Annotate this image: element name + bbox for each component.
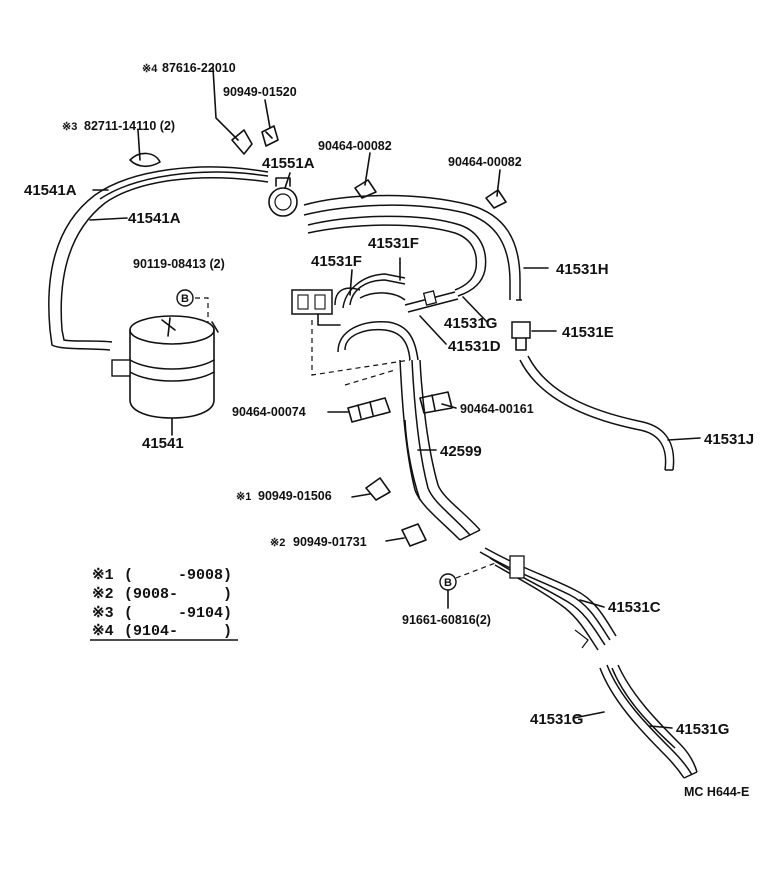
label-41531G-1: 41531G: [444, 315, 497, 332]
bolt-91661: B: [439, 561, 499, 591]
clip-87616: [231, 129, 253, 155]
label-82711-14110: 82711-14110 (2): [84, 119, 175, 133]
label-90949-01506: 90949-01506: [258, 489, 332, 503]
legend-range-3: ( -9104): [124, 605, 232, 622]
leader-lines: [89, 67, 701, 729]
label-41531G-3: 41531G: [676, 721, 729, 738]
mark-4: ※4: [142, 63, 158, 75]
clip-90949-01506: [365, 477, 391, 501]
label-41541: 41541: [142, 435, 184, 452]
hose-41531H: [303, 194, 522, 301]
label-41531J: 41531J: [704, 431, 754, 448]
label-90464-00082-b: 90464-00082: [448, 155, 522, 169]
label-90464-00082-a: 90464-00082: [318, 139, 392, 153]
mark-3: ※3: [62, 121, 77, 133]
clip-82711: [129, 152, 161, 168]
label-41531D: 41531D: [448, 338, 501, 355]
legend-mark-2: ※2: [92, 586, 114, 603]
clip-90949-01520: [261, 125, 279, 147]
lines-41531C: [479, 547, 617, 651]
label-41531C: 41531C: [608, 599, 661, 616]
label-90949-01520: 90949-01520: [223, 85, 297, 99]
pipe-41531D: [404, 290, 459, 313]
clip-90949-01731: [401, 523, 427, 547]
label-41531F-2: 41531F: [311, 253, 362, 270]
diagram-code: MC H644-E: [684, 785, 749, 799]
label-41541A-1: 41541A: [24, 182, 77, 199]
label-90464-00161: 90464-00161: [460, 402, 534, 416]
label-41531G-2: 41531G: [530, 711, 583, 728]
legend: ※1 ( -9008) ※2 (9008- ) ※3 ( -9104) ※4 (…: [90, 567, 238, 641]
fitting-41531E: [511, 321, 531, 351]
label-90949-01731: 90949-01731: [293, 535, 367, 549]
hose-41541A: [48, 166, 269, 351]
svg-text:B: B: [181, 293, 189, 305]
legend-range-1: ( -9008): [124, 567, 232, 584]
label-41531H: 41531H: [556, 261, 609, 278]
mark-1: ※1: [236, 491, 251, 503]
hose-41531G-lower: [599, 664, 698, 779]
label-41531F-1: 41531F: [368, 235, 419, 252]
legend-mark-1: ※1: [92, 567, 114, 584]
clip-90464-00074: [347, 397, 391, 423]
legend-mark-4: ※4: [92, 623, 114, 640]
label-91661-60816: 91661-60816(2): [402, 613, 491, 627]
hose-41531G: [307, 215, 487, 297]
legend-mark-3: ※3: [92, 605, 114, 622]
valve-41551A: [268, 177, 298, 217]
clip-90464-00161: [419, 391, 453, 414]
label-90119-08413: 90119-08413 (2): [133, 257, 225, 271]
bolt-90119: B: [176, 289, 209, 322]
hose-41531J: [519, 355, 675, 471]
mark-2: ※2: [270, 537, 285, 549]
legend-range-2: (9008- ): [124, 586, 232, 603]
clip-90464-00082-a: [354, 179, 377, 199]
hose-41531F: [334, 273, 406, 309]
label-42599: 42599: [440, 443, 482, 460]
legend-range-4: (9104- ): [124, 623, 232, 640]
svg-text:B: B: [444, 577, 452, 589]
clip-90464-00082-b: [485, 189, 507, 209]
label-41551A: 41551A: [262, 155, 315, 172]
charcoal-canister: [111, 315, 219, 419]
part-labels: ※4 87616-22010 90949-01520 ※3 82711-1411…: [24, 61, 754, 799]
label-90464-00074: 90464-00074: [232, 405, 306, 419]
hose-42599: [337, 321, 481, 541]
label-87616-22010: 87616-22010: [162, 61, 236, 75]
vsv-block: [291, 289, 341, 326]
label-41531E: 41531E: [562, 324, 614, 341]
label-41541A-2: 41541A: [128, 210, 181, 227]
